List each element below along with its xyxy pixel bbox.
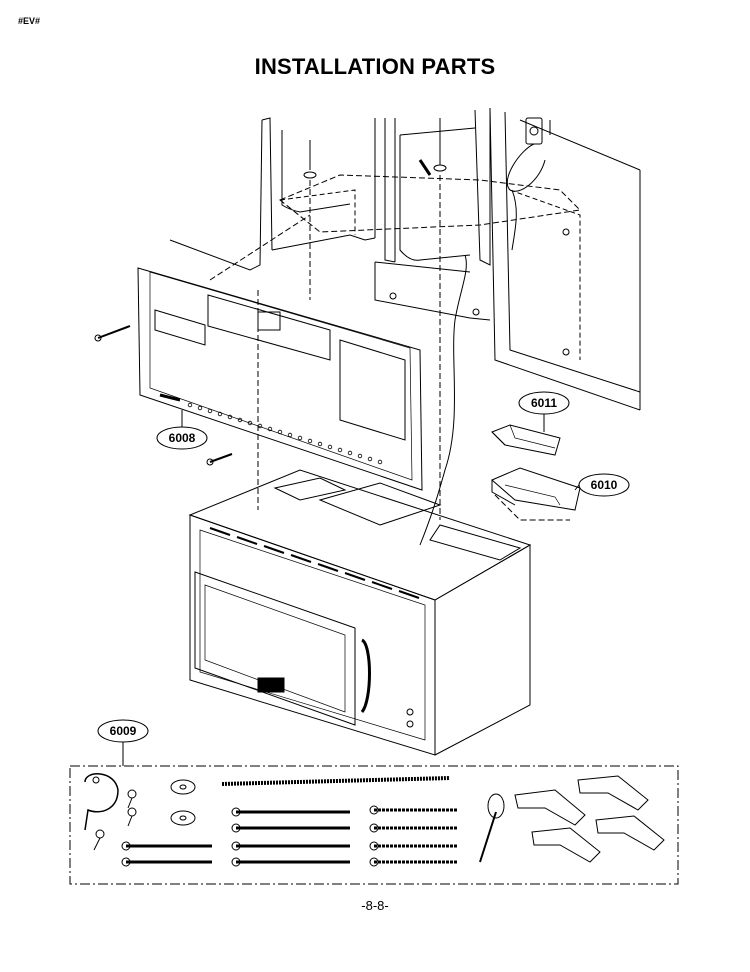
damper-cover-6011 bbox=[491, 424, 561, 456]
callout-6010: 6010 bbox=[574, 473, 630, 497]
damper-housing-6010 bbox=[491, 467, 581, 521]
callout-6011: 6011 bbox=[518, 391, 570, 432]
hardware-kit bbox=[69, 765, 679, 885]
page-title: INSTALLATION PARTS bbox=[254, 54, 496, 79]
vent-slots bbox=[209, 527, 420, 599]
callout-6009-label: 6009 bbox=[110, 724, 137, 738]
callout-6011-label: 6011 bbox=[531, 396, 557, 410]
document-code: #EV# bbox=[18, 16, 41, 26]
mounting-plate bbox=[94, 175, 441, 520]
callout-6010-label: 6010 bbox=[591, 478, 618, 492]
page-number: -8-8- bbox=[361, 898, 389, 913]
callout-6008: 6008 bbox=[156, 410, 208, 450]
callout-6009: 6009 bbox=[97, 719, 149, 766]
microwave-oven bbox=[188, 469, 532, 756]
plate-hole-row bbox=[187, 402, 383, 465]
wall-cabinets bbox=[169, 107, 641, 411]
power-cord bbox=[419, 254, 467, 546]
callout-6008-label: 6008 bbox=[169, 431, 196, 445]
